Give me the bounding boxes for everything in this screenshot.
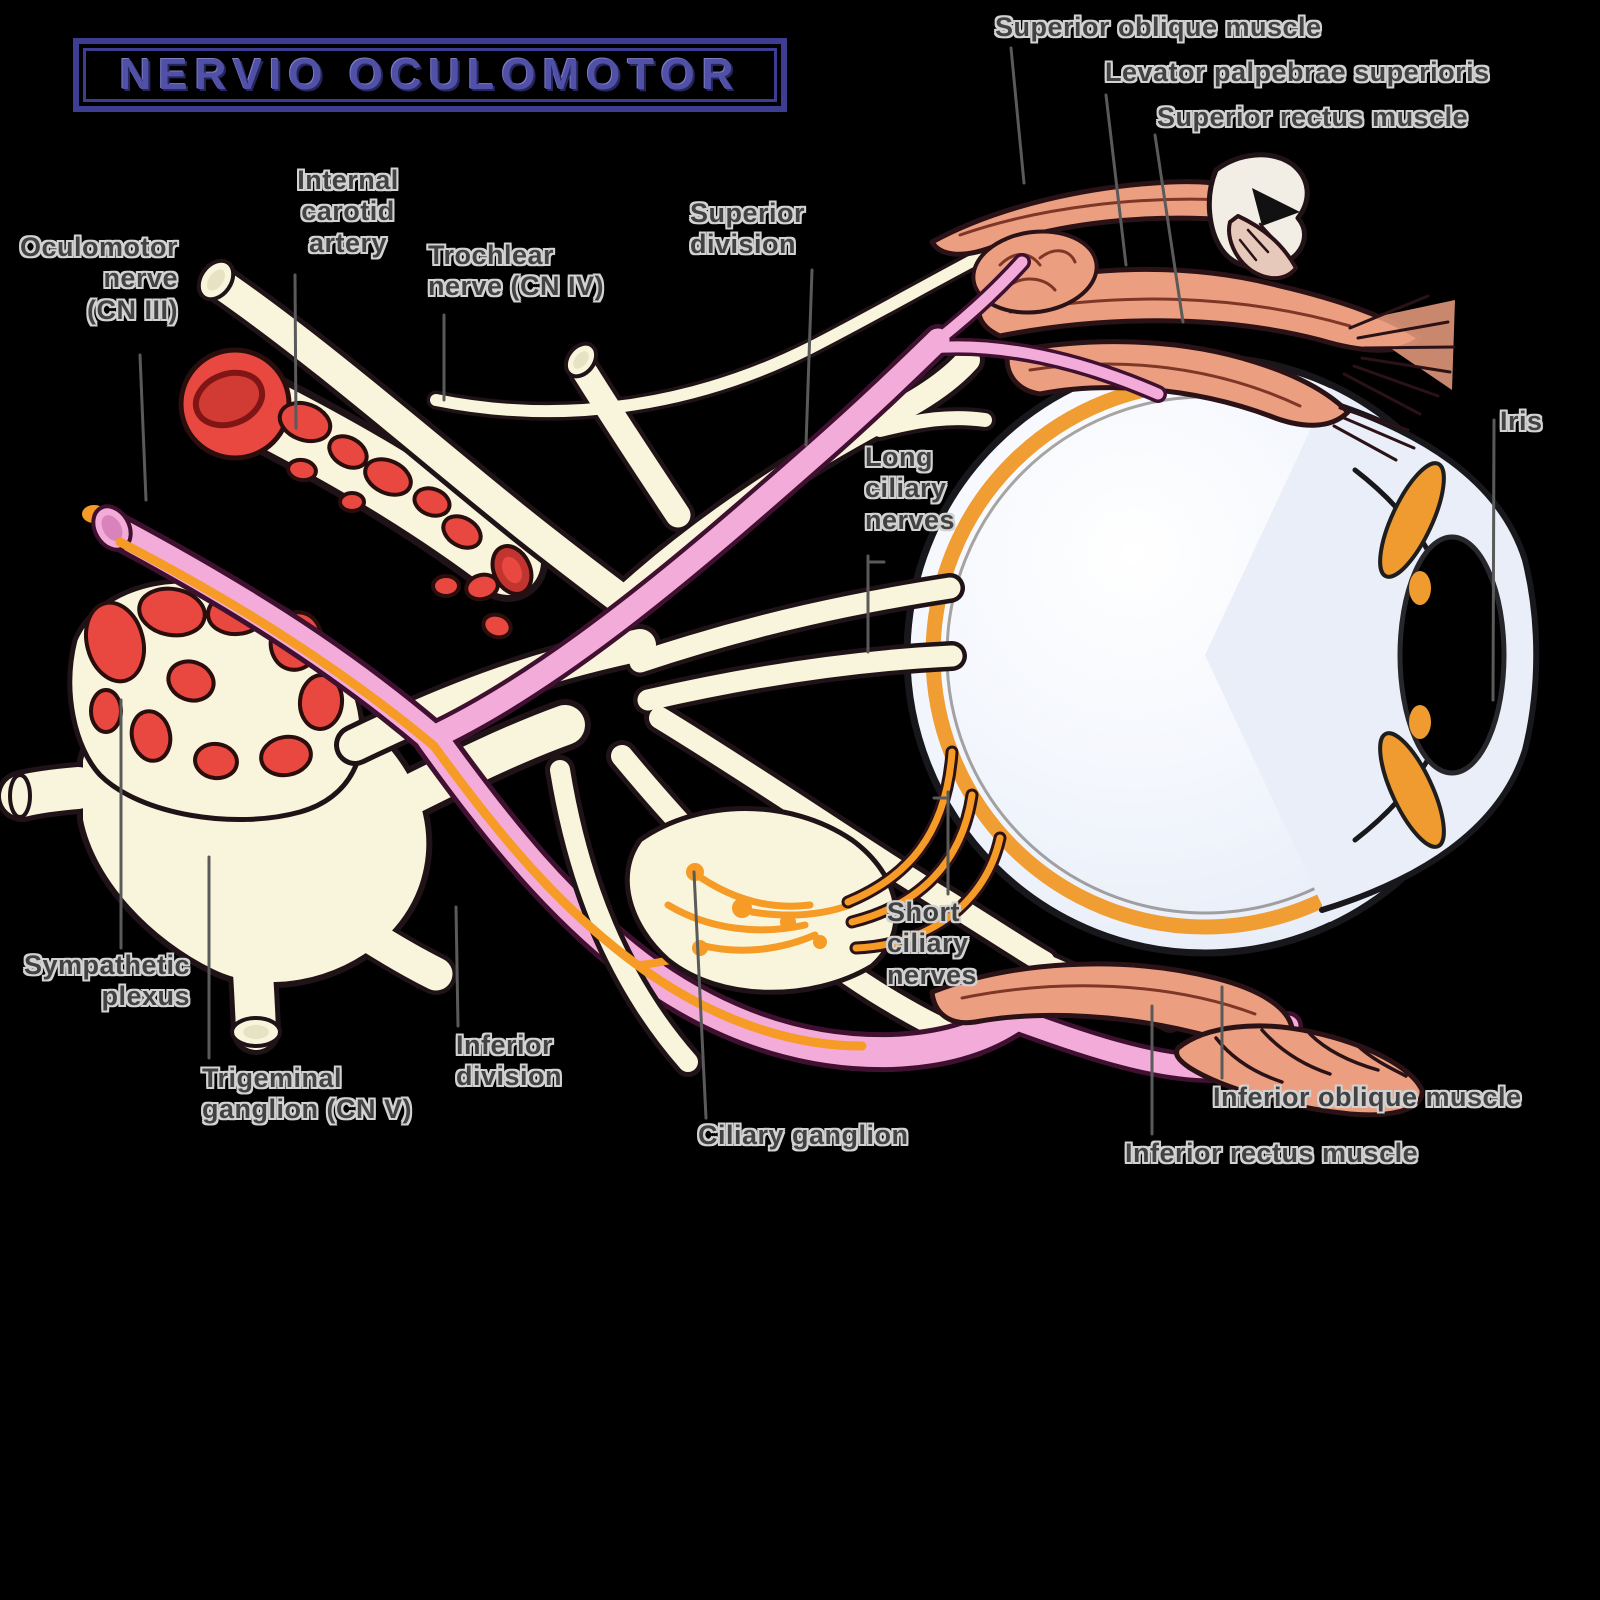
leader-ciliary-ganglion	[692, 870, 708, 1120]
leader-inferior-division	[454, 905, 460, 1028]
title-inner-border: NERVIO OCULOMOTOR	[83, 48, 777, 102]
nerve-crossing	[545, 755, 703, 1077]
label-superior-rectus-muscle: Superior rectus muscle	[1157, 102, 1469, 132]
internal-carotid-artery	[178, 347, 548, 640]
label-short-ciliary-nerves: Short ciliary nerves	[887, 897, 978, 990]
label-superior-oblique-muscle: Superior oblique muscle	[995, 12, 1322, 42]
leader-short-ciliary	[932, 790, 950, 896]
label-superior-division: Superior division	[690, 198, 806, 260]
eyeball	[903, 353, 1540, 957]
label-trigeminal-ganglion: Trigeminal ganglion (CN V)	[202, 1063, 412, 1125]
leader-carotid	[293, 273, 298, 430]
sympathetic-plexus	[67, 578, 365, 823]
leader-superior-oblique	[1009, 46, 1026, 185]
label-iris: Iris	[1500, 406, 1543, 436]
superior-muscles	[929, 152, 1456, 462]
label-inferior-oblique-muscle: Inferior oblique muscle	[1213, 1082, 1522, 1112]
leader-levator	[1104, 93, 1128, 267]
label-ciliary-ganglion: Ciliary ganglion	[698, 1120, 909, 1150]
ciliary-ganglion	[624, 745, 1007, 995]
label-oculomotor-nerve: Oculomotor nerve (CN III)	[20, 232, 178, 325]
inferior-muscles	[929, 961, 1425, 1118]
leader-iris	[1491, 418, 1496, 702]
label-internal-carotid-artery: Internal carotid artery	[297, 165, 399, 258]
label-trochlear-nerve: Trochlear nerve (CN IV)	[428, 240, 605, 302]
leader-superior-rectus	[1153, 133, 1185, 324]
leader-long-ciliary	[866, 554, 886, 654]
page-title: NERVIO OCULOMOTOR	[119, 50, 741, 99]
lens	[1397, 534, 1507, 776]
label-inferior-division: Inferior division	[456, 1030, 563, 1092]
iris-upper	[1378, 461, 1446, 579]
leader-superior-division	[804, 268, 814, 447]
label-sympathetic-plexus: Sympathetic plexus	[23, 950, 190, 1012]
label-long-ciliary-nerves: Long ciliary nerves	[865, 442, 956, 535]
leader-lines	[119, 46, 1496, 1136]
leader-oculomotor	[138, 353, 148, 502]
iris-lower	[1378, 731, 1446, 849]
label-inferior-rectus-muscle: Inferior rectus muscle	[1125, 1138, 1419, 1168]
title-box: NERVIO OCULOMOTOR	[73, 38, 787, 112]
label-levator-palpebrae: Levator palpebrae superioris	[1105, 57, 1490, 87]
